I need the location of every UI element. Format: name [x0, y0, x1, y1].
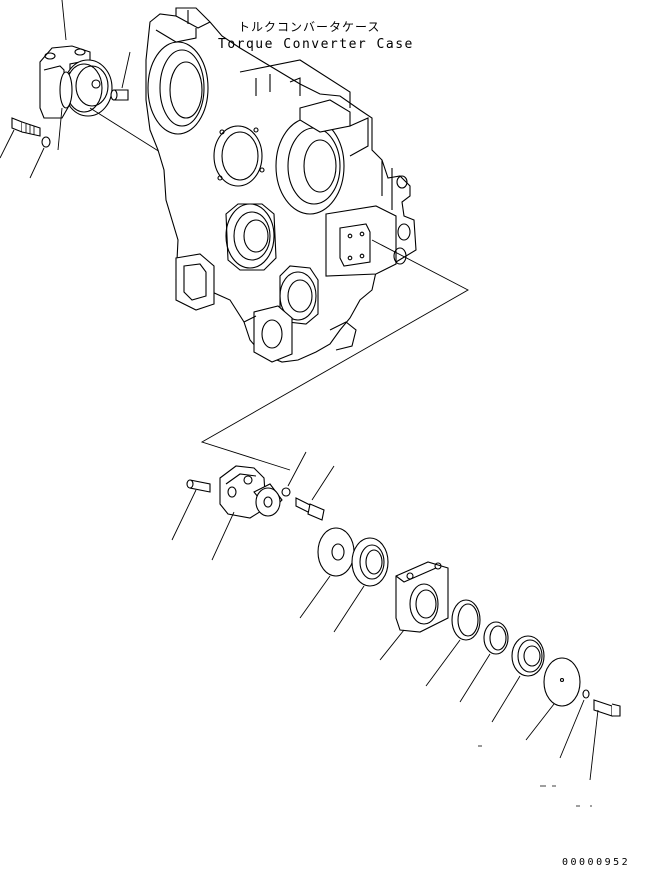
case-label-japanese: トルクコンバータケース	[238, 20, 381, 34]
pump-assembly-top	[39, 45, 113, 119]
case-label-english: Torque Converter Case	[218, 37, 414, 52]
bolt-top	[11, 117, 41, 137]
seal-ring	[351, 537, 389, 587]
dowel-pin-lower	[186, 479, 211, 493]
bearing-roller	[483, 621, 509, 655]
torque-converter-case	[145, 7, 417, 363]
dowel-pin-top	[110, 89, 129, 101]
washer-right	[582, 689, 590, 699]
bearing-housing	[395, 561, 449, 633]
thrust-plate	[317, 527, 355, 577]
leader-line	[61, 0, 67, 41]
bolt-lower	[295, 497, 325, 521]
mounting-bracket	[219, 465, 283, 519]
bearing-outer-ring	[451, 599, 481, 641]
cover-plate	[543, 657, 581, 707]
washer-top	[41, 136, 51, 148]
washer-lower	[281, 487, 291, 497]
oil-seal	[511, 635, 545, 677]
drawing-number: 00000952	[562, 857, 631, 868]
bolt-right	[593, 699, 621, 717]
